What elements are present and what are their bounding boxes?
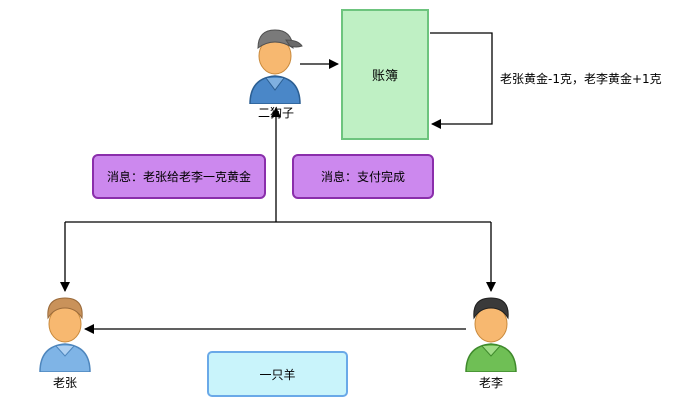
message-transfer-request-label: 消息：老张给老李一克黄金 <box>106 170 251 184</box>
actor-label-center: 二狗子 <box>257 106 294 120</box>
actor-label-right: 老李 <box>478 376 503 390</box>
message-payment-complete-label: 消息：支付完成 <box>320 170 405 184</box>
person-green-shirt-icon <box>465 297 517 372</box>
actor-label-left: 老张 <box>52 376 77 390</box>
ledger-label: 账簿 <box>371 69 398 84</box>
message-payment-complete[interactable]: 消息：支付完成 <box>292 154 434 199</box>
person-blue-shirt-icon <box>39 297 91 372</box>
ledger-update-note: 老张黄金-1克，老李黄金+1克 <box>500 72 662 86</box>
person-gray-cap-icon <box>249 29 303 104</box>
transfer-item-box[interactable]: 一只羊 <box>207 351 348 397</box>
transfer-item-label: 一只羊 <box>259 367 296 382</box>
arrow-ledger-self-loop <box>430 32 493 129</box>
ledger-box[interactable]: 账簿 <box>341 9 429 140</box>
message-transfer-request[interactable]: 消息：老张给老李一克黄金 <box>92 154 266 199</box>
